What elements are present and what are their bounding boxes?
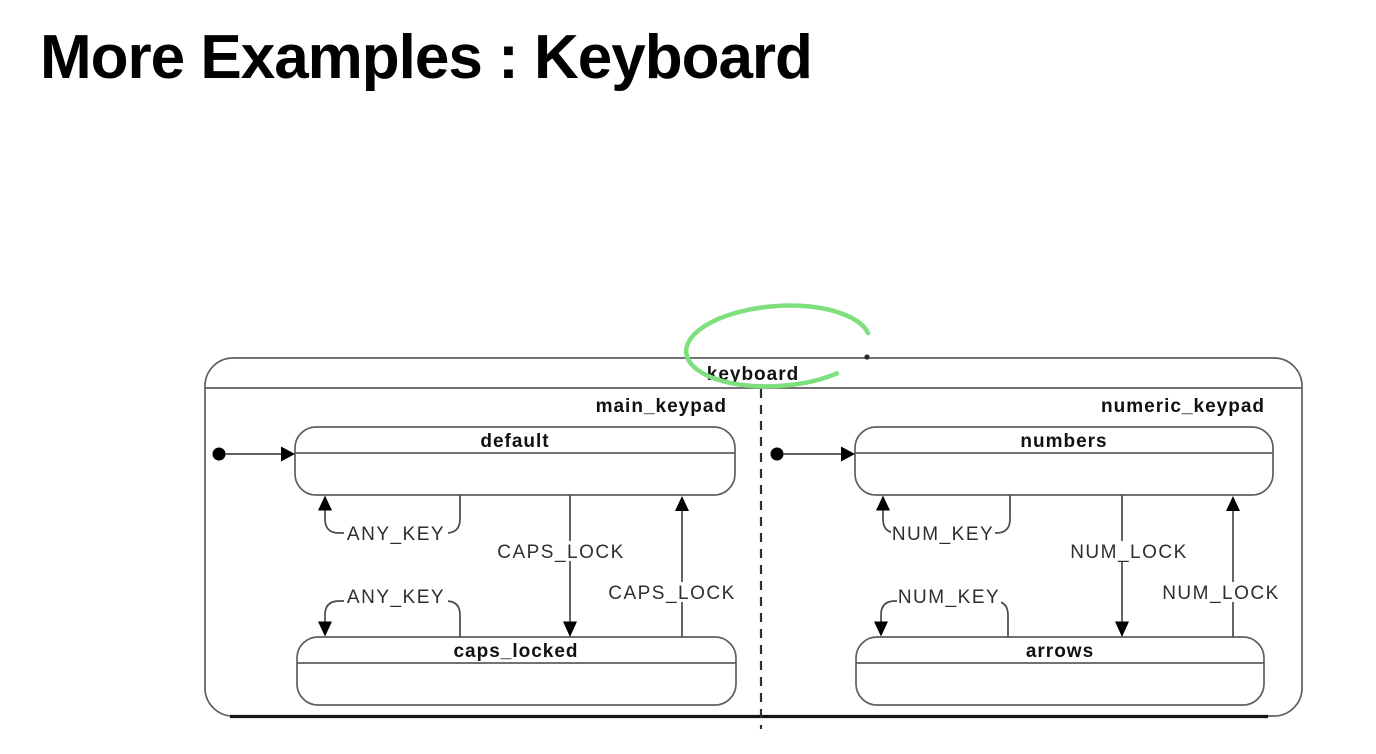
any-key-top-event-label: ANY_KEY <box>347 524 445 545</box>
default-state-label: default <box>480 431 549 452</box>
caps-lock-up-arrowhead <box>675 496 689 511</box>
annotation-green-ellipse <box>683 303 873 389</box>
caps-locked-state-label: caps_locked <box>453 641 578 662</box>
label-bg <box>602 582 742 602</box>
caps-lock-down-event-label: CAPS_LOCK <box>497 542 625 563</box>
caps-locked-self-transition-arrowhead <box>318 621 332 637</box>
num-lock-up-arrowhead <box>1226 496 1240 511</box>
label-bg <box>897 588 1001 606</box>
num-lock-down-event-label: NUM_LOCK <box>1070 542 1188 563</box>
label-bg <box>344 588 448 606</box>
arrows-self-transition-arrowhead <box>874 621 888 637</box>
arrows-state-box <box>855 636 1265 706</box>
initial-transition-arrowhead-main <box>281 446 295 462</box>
main-keypad-region-label: main_keypad <box>596 396 727 417</box>
label-bg <box>1060 541 1198 561</box>
slide-title: More Examples : Keyboard <box>40 23 813 92</box>
annotation-pen-dot <box>864 354 870 360</box>
num-key-bottom-event-label: NUM_KEY <box>898 587 1000 608</box>
label-bg <box>344 524 448 542</box>
caps-locked-state-box <box>296 636 737 706</box>
label-bg <box>891 524 995 542</box>
label-bg <box>1152 582 1290 602</box>
label-bg <box>492 541 630 561</box>
default-self-transition-arrowhead <box>318 495 332 511</box>
num-key-top-event-label: NUM_KEY <box>892 524 994 545</box>
numeric-keypad-region-label: numeric_keypad <box>1101 396 1265 417</box>
numbers-state-box <box>854 426 1274 496</box>
initial-transition-arrowhead-numeric <box>841 446 855 462</box>
numbers-self-transition-arrowhead <box>876 495 890 511</box>
initial-state-dot-main <box>212 447 226 461</box>
any-key-bottom-event-label: ANY_KEY <box>347 587 445 608</box>
caps-lock-up-event-label: CAPS_LOCK <box>608 583 736 604</box>
initial-state-dot-numeric <box>770 447 784 461</box>
num-lock-up-event-label: NUM_LOCK <box>1162 583 1280 604</box>
num-lock-down-arrowhead <box>1115 621 1129 637</box>
numbers-state-label: numbers <box>1020 431 1107 452</box>
default-state-box <box>294 426 736 496</box>
keyboard-state-label: keyboard <box>707 364 799 385</box>
caps-lock-down-arrowhead <box>563 621 577 637</box>
arrows-state-label: arrows <box>1026 641 1094 662</box>
